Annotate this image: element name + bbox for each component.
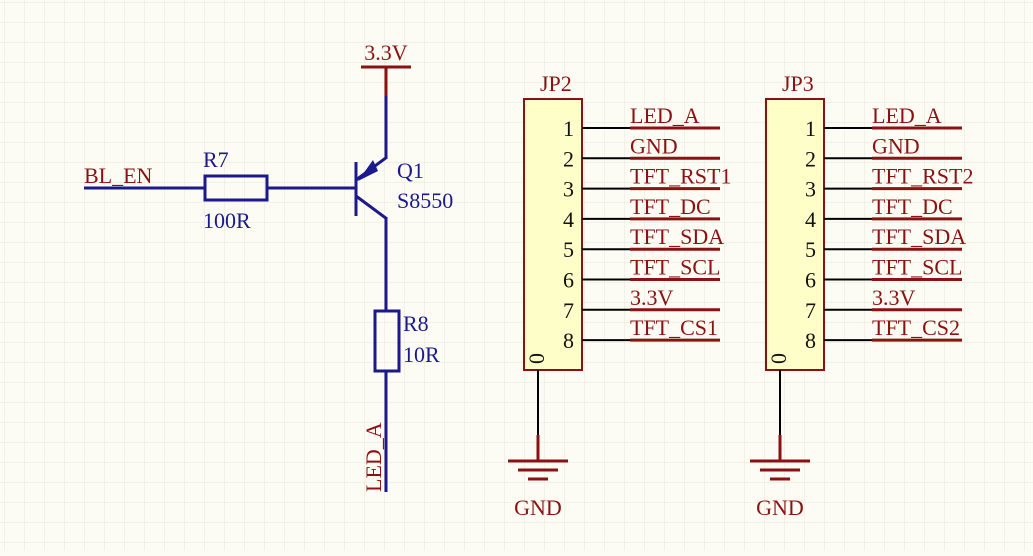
backlight-driver: BL_EN R7 100R Q1 S8550 3.3V R8 [84,40,453,492]
jp3-pin-8-number: 8 [805,328,816,353]
power-port-3v3: 3.3V [361,40,411,96]
jp3-pin-7-net-label: 3.3V [872,285,916,310]
connector-headers: JP201LED_A2GND3TFT_RST14TFT_DC5TFT_SDA6T… [508,71,973,520]
jp3-gnd-label: GND [756,495,804,520]
jp3-pin-8-net-label: TFT_CS2 [872,315,960,340]
connector-jp3: JP301LED_A2GND3TFT_RST24TFT_DC5TFT_SDA6T… [750,71,973,520]
jp3-pin-3-number: 3 [805,177,816,202]
jp2-pin-5-net-label: TFT_SDA [630,224,724,249]
jp3-pin-7-number: 7 [805,298,816,323]
jp2-pin-4-number: 4 [563,207,574,232]
jp2-pin-7-net-label: 3.3V [630,285,674,310]
jp3-pin-2-net-label: GND [872,133,920,158]
jp2-pin-1-net-label: LED_A [630,103,700,128]
net-label-led-a: LED_A [361,422,386,492]
jp3-pin-1-number: 1 [805,116,816,141]
q1-designator: Q1 [397,158,424,183]
r8-value: 10R [403,342,440,367]
q1-collector-leg [355,194,388,221]
jp2-pin-6-net-label: TFT_SCL [630,255,720,280]
r7-value: 100R [203,208,251,233]
jp2-body [523,98,583,371]
jp3-pin-1-net-label: LED_A [872,103,942,128]
jp2-zero-label: 0 [524,353,549,364]
net-label-bl-en: BL_EN [84,163,153,188]
transistor-q1: Q1 S8550 [354,155,453,221]
jp3-pin-5-net-label: TFT_SDA [872,224,966,249]
jp3-pin-6-net-label: TFT_SCL [872,255,962,280]
power-label-3v3: 3.3V [364,40,408,65]
connector-jp2: JP201LED_A2GND3TFT_RST14TFT_DC5TFT_SDA6T… [508,71,731,520]
jp2-pin-2-net-label: GND [630,133,678,158]
jp3-designator: JP3 [782,71,814,96]
jp2-pin-3-net-label: TFT_RST1 [630,164,731,189]
jp2-pin-4-net-label: TFT_DC [630,194,711,219]
resistor-r7: R7 100R [203,147,269,233]
jp2-pin-7-number: 7 [563,298,574,323]
jp3-pin-4-number: 4 [805,207,816,232]
jp3-zero-label: 0 [766,353,791,364]
jp3-pin-4-net-label: TFT_DC [872,194,953,219]
jp2-designator: JP2 [540,71,572,96]
jp2-pin-3-number: 3 [563,177,574,202]
jp2-pin-8-net-label: TFT_CS1 [630,315,718,340]
jp3-pin-5-number: 5 [805,237,816,262]
jp2-gnd-label: GND [514,495,562,520]
q1-part-number: S8550 [397,188,453,213]
jp2-pin-6-number: 6 [563,268,574,293]
r7-designator: R7 [203,147,229,172]
q1-emitter-arrow [358,160,378,181]
jp2-pin-1-number: 1 [563,116,574,141]
jp2-pin-5-number: 5 [563,237,574,262]
jp3-pin-3-net-label: TFT_RST2 [872,164,973,189]
r8-designator: R8 [403,311,429,336]
jp2-pin-8-number: 8 [563,328,574,353]
jp2-pin-2-number: 2 [563,146,574,171]
jp3-pin-2-number: 2 [805,146,816,171]
jp3-pin-6-number: 6 [805,268,816,293]
jp3-body [765,98,825,371]
